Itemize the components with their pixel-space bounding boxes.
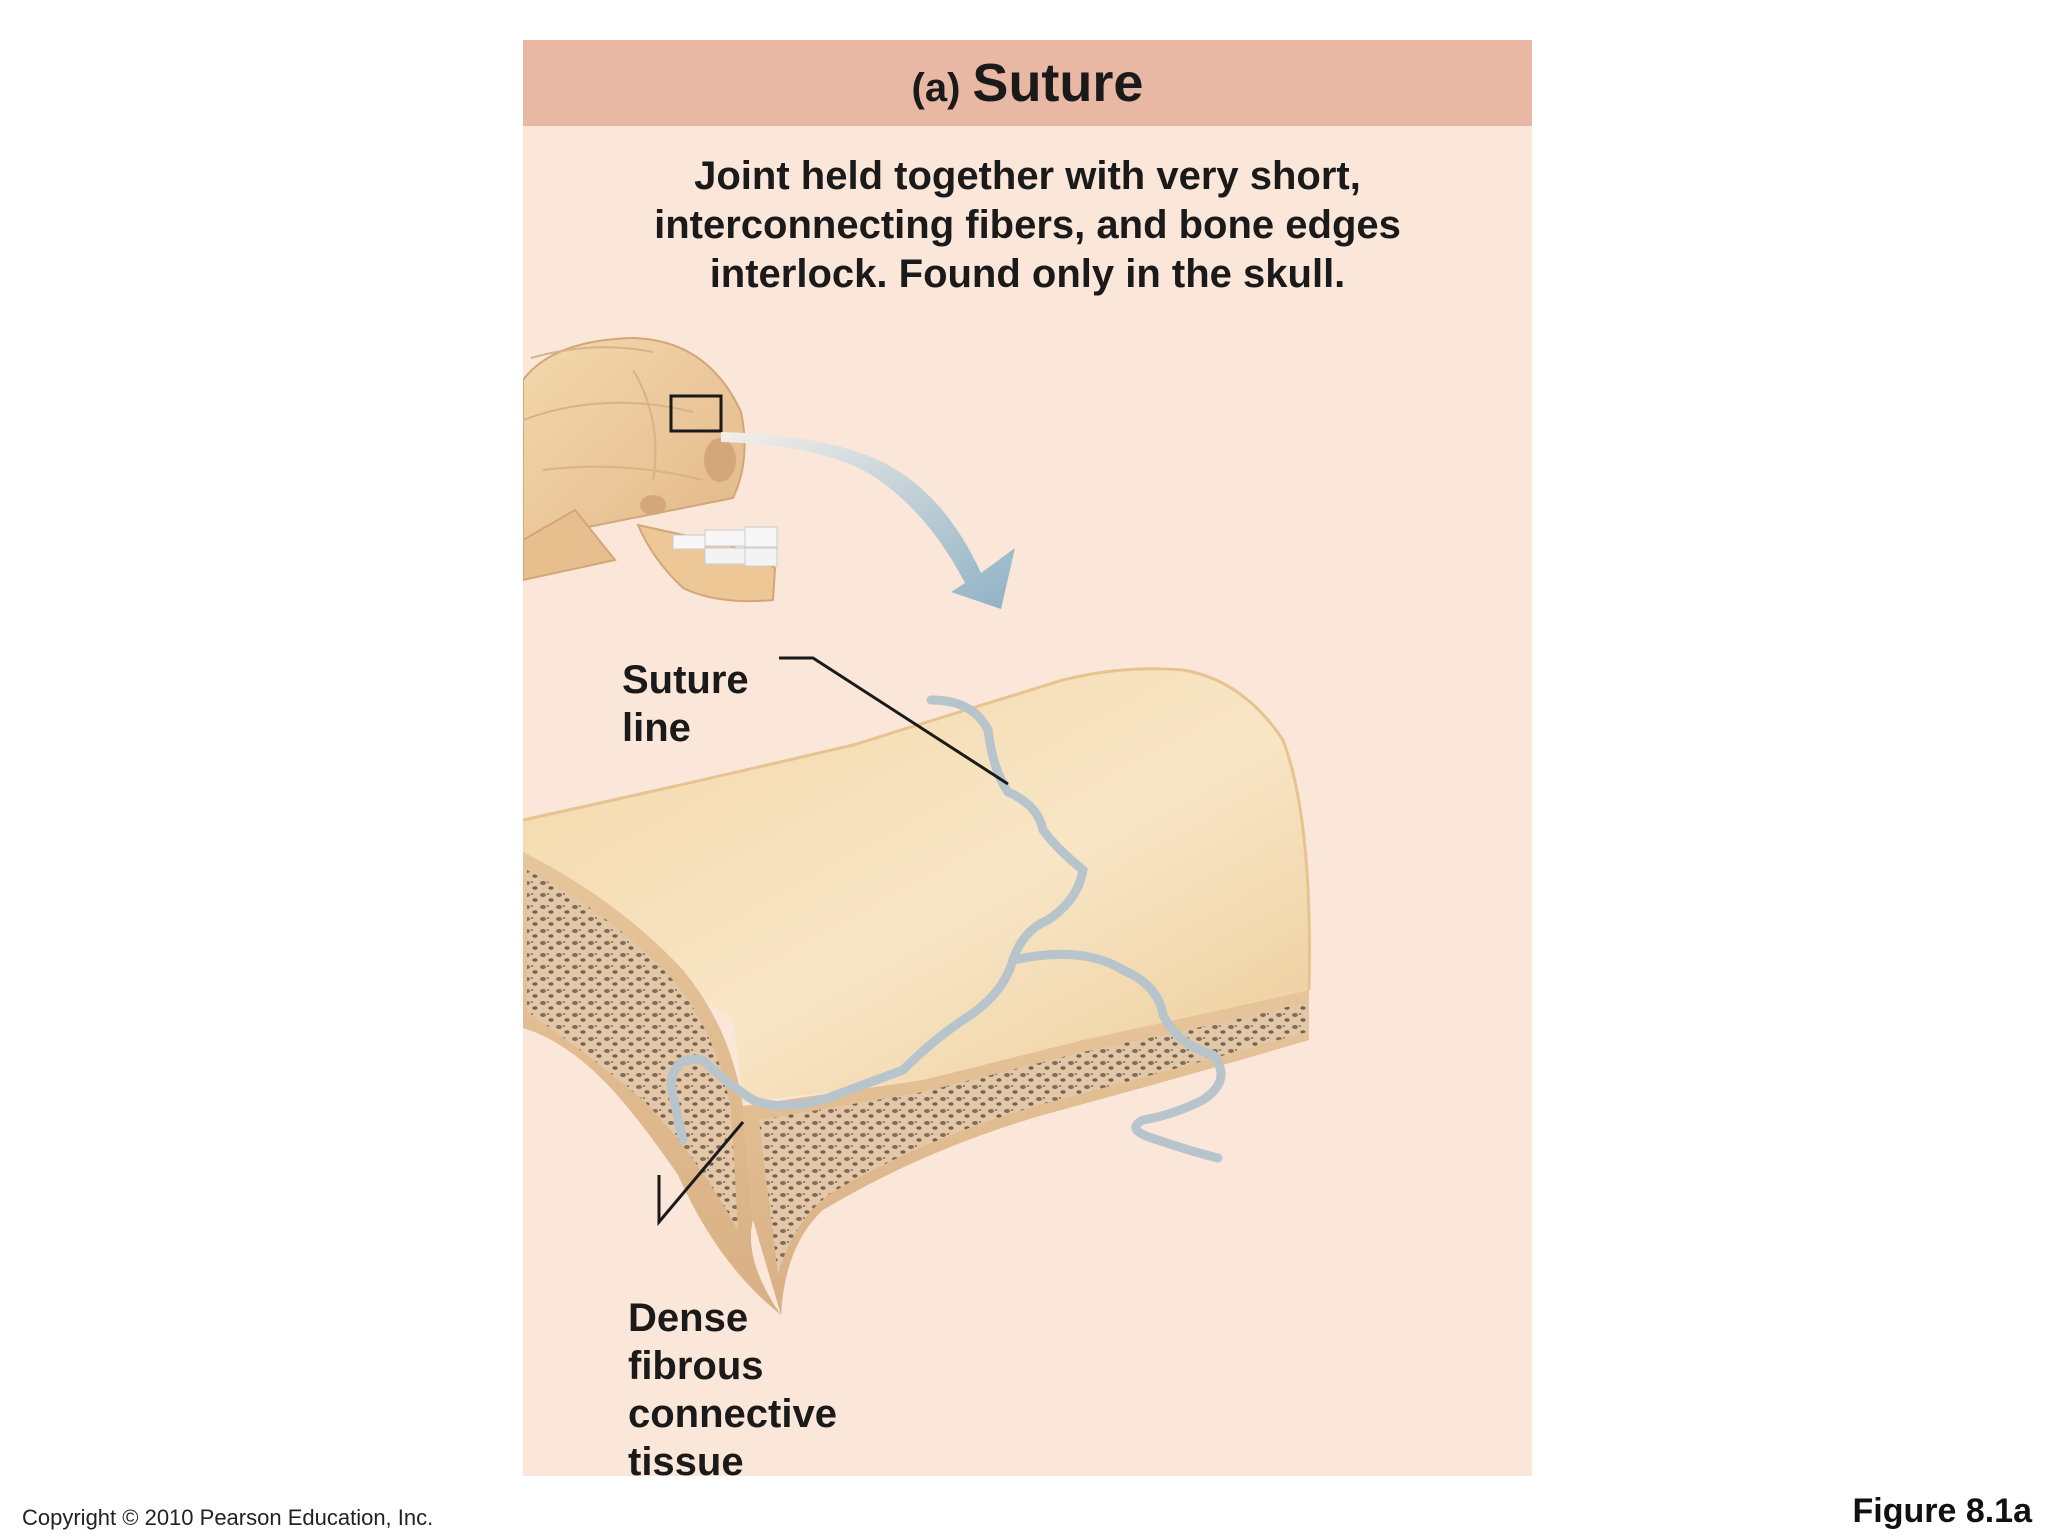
title-bar: (a)Suture <box>523 40 1532 126</box>
dense-tissue-leader <box>657 1121 745 1227</box>
label-line: line <box>622 706 691 750</box>
suture-illustration <box>523 336 1311 1315</box>
label-line: Suture <box>622 658 749 702</box>
dense-tissue-label: Dense fibrous connective tissue <box>628 1294 837 1486</box>
bone-front-face <box>743 990 1309 1315</box>
panel-letter: (a) <box>911 66 961 110</box>
label-line: Dense <box>628 1296 749 1340</box>
suture-line-label: Suture line <box>622 656 749 752</box>
suture-line <box>823 695 1088 1103</box>
figure-number: Figure 8.1a <box>1852 1492 2032 1530</box>
suture-line-leader <box>779 656 1009 786</box>
description-line: interlock. Found only in the skull. <box>709 252 1346 296</box>
figure-panel: (a)Suture Joint held together with very … <box>523 40 1532 1484</box>
description-line: Joint held together with very short, <box>694 154 1361 198</box>
magnify-arrow <box>721 432 1015 609</box>
copyright-notice: Copyright © 2010 Pearson Education, Inc. <box>22 1505 434 1530</box>
label-line: tissue <box>628 1440 744 1484</box>
skull-drawing <box>523 336 778 603</box>
zoom-box <box>669 394 723 433</box>
description: Joint held together with very short, int… <box>563 152 1492 299</box>
panel-title: Suture <box>972 53 1144 113</box>
label-line: connective <box>628 1392 837 1436</box>
description-line: interconnecting fibers, and bone edges <box>654 203 1401 247</box>
label-line: fibrous <box>628 1344 764 1388</box>
